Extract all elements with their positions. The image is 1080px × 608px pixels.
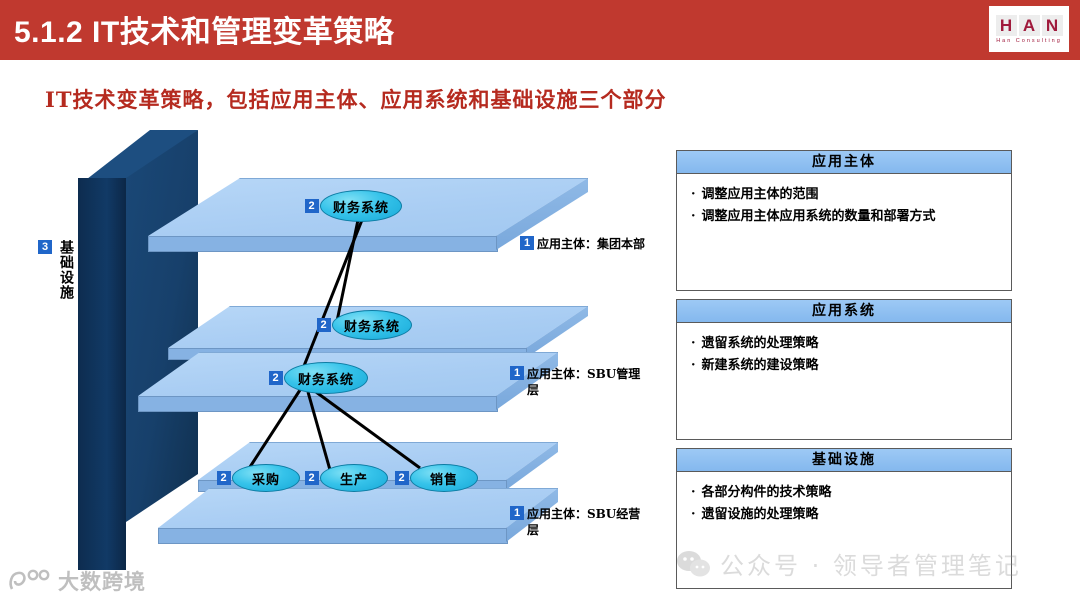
panel-application-subject: 应用主体 调整应用主体的范围 调整应用主体应用系统的数量和部署方式 xyxy=(676,150,1012,291)
node-finance-sbu-mgmt[interactable]: 2 财务系统 xyxy=(317,310,412,340)
layer-plate-3b-front xyxy=(158,528,508,544)
node-label-4: 采购 xyxy=(251,472,280,488)
node-sales[interactable]: 2 销售 xyxy=(395,464,478,492)
infrastructure-badge: 3 xyxy=(38,240,52,254)
layer-plate-3b xyxy=(158,488,558,544)
logo-letter-a: A xyxy=(1018,14,1040,36)
dashu-logo-icon xyxy=(9,569,50,590)
node-label-2: 财务系统 xyxy=(343,319,400,335)
header-rule xyxy=(0,56,1080,60)
slide-subtitle: IT技术变革策略，包括应用主体、应用系统和基础设施三个部分 xyxy=(45,87,667,112)
infrastructure-label: 3 基础设施 xyxy=(38,240,74,300)
layer-badge-3: 1 xyxy=(510,506,524,520)
panel-1-item-2: 调整应用主体应用系统的数量和部署方式 xyxy=(691,206,997,228)
node-badge-6: 2 xyxy=(395,471,409,485)
infrastructure-label-text: 基础设施 xyxy=(58,240,74,300)
panel-3-item-2: 遗留设施的处理策略 xyxy=(691,504,997,526)
layer-label-3: 应用主体：SBU经营层 xyxy=(527,507,641,537)
bottom-band xyxy=(0,592,1080,608)
panel-3-item-1: 各部分构件的技术策略 xyxy=(691,482,997,504)
panel-body-3: 各部分构件的技术策略 遗留设施的处理策略 xyxy=(677,472,1011,588)
infrastructure-slab-front xyxy=(78,178,126,570)
watermark-center-text: 公众号 · 领导者管理笔记 xyxy=(720,552,1022,580)
node-finance-sbu-ops[interactable]: 2 财务系统 xyxy=(269,362,368,394)
layer-plate-2b-front xyxy=(138,396,498,412)
han-consulting-logo: H A N Han Consulting xyxy=(987,4,1071,54)
panel-application-system: 应用系统 遗留系统的处理策略 新建系统的建设策略 xyxy=(676,299,1012,440)
node-procurement[interactable]: 2 采购 xyxy=(217,464,300,492)
node-badge-3: 2 xyxy=(269,371,283,385)
layer-badge-2: 1 xyxy=(510,366,524,380)
architecture-diagram: 3 基础设施 xyxy=(0,130,680,570)
layer-callout-3: 1 应用主体：SBU经营层 xyxy=(510,506,647,538)
slide-header: 5.1.2 IT技术和管理变革策略 xyxy=(0,0,1080,56)
logo-subtitle: Han Consulting xyxy=(996,37,1062,44)
panel-title-1: 应用主体 xyxy=(677,151,1011,174)
node-badge-4: 2 xyxy=(217,471,231,485)
panel-title-3: 基础设施 xyxy=(677,449,1011,472)
node-badge-1: 2 xyxy=(305,199,319,213)
node-label-6: 销售 xyxy=(429,472,458,488)
node-production[interactable]: 2 生产 xyxy=(305,464,388,492)
panel-infrastructure: 基础设施 各部分构件的技术策略 遗留设施的处理策略 xyxy=(676,448,1012,589)
layer-callout-2: 1 应用主体：SBU管理层 xyxy=(510,366,647,398)
logo-letters: H A N xyxy=(995,14,1063,36)
watermark-center: 公众号 · 领导者管理笔记 xyxy=(676,546,1022,581)
layer-label-1: 应用主体：集团本部 xyxy=(537,237,646,251)
panel-2-item-2: 新建系统的建设策略 xyxy=(691,355,997,377)
panel-1-item-1: 调整应用主体的范围 xyxy=(691,184,997,206)
strategy-panels: 应用主体 调整应用主体的范围 调整应用主体应用系统的数量和部署方式 应用系统 遗… xyxy=(676,150,1012,597)
node-label-5: 生产 xyxy=(339,472,368,488)
watermark-left-text: 大数跨境 xyxy=(58,570,146,594)
node-finance-group[interactable]: 2 财务系统 xyxy=(305,190,402,222)
panel-body-2: 遗留系统的处理策略 新建系统的建设策略 xyxy=(677,323,1011,439)
infrastructure-slab xyxy=(78,130,198,570)
watermark-left: 大数跨境 xyxy=(8,566,146,596)
node-label-3: 财务系统 xyxy=(297,372,354,388)
node-badge-5: 2 xyxy=(305,471,319,485)
logo-letter-h: H xyxy=(995,14,1017,36)
node-badge-2: 2 xyxy=(317,318,331,332)
layer-callout-1: 1 应用主体：集团本部 xyxy=(520,236,645,252)
logo-letter-n: N xyxy=(1041,14,1063,36)
layer-plate-1-front xyxy=(148,236,498,252)
infrastructure-slab-side xyxy=(126,130,198,522)
page-title: 5.1.2 IT技术和管理变革策略 xyxy=(14,16,395,49)
panel-2-item-1: 遗留系统的处理策略 xyxy=(691,333,997,355)
panel-title-2: 应用系统 xyxy=(677,300,1011,323)
layer-label-2: 应用主体：SBU管理层 xyxy=(527,367,641,397)
node-label-1: 财务系统 xyxy=(332,200,389,216)
layer-badge-1: 1 xyxy=(520,236,534,250)
wechat-icon xyxy=(677,550,710,576)
panel-body-1: 调整应用主体的范围 调整应用主体应用系统的数量和部署方式 xyxy=(677,174,1011,290)
